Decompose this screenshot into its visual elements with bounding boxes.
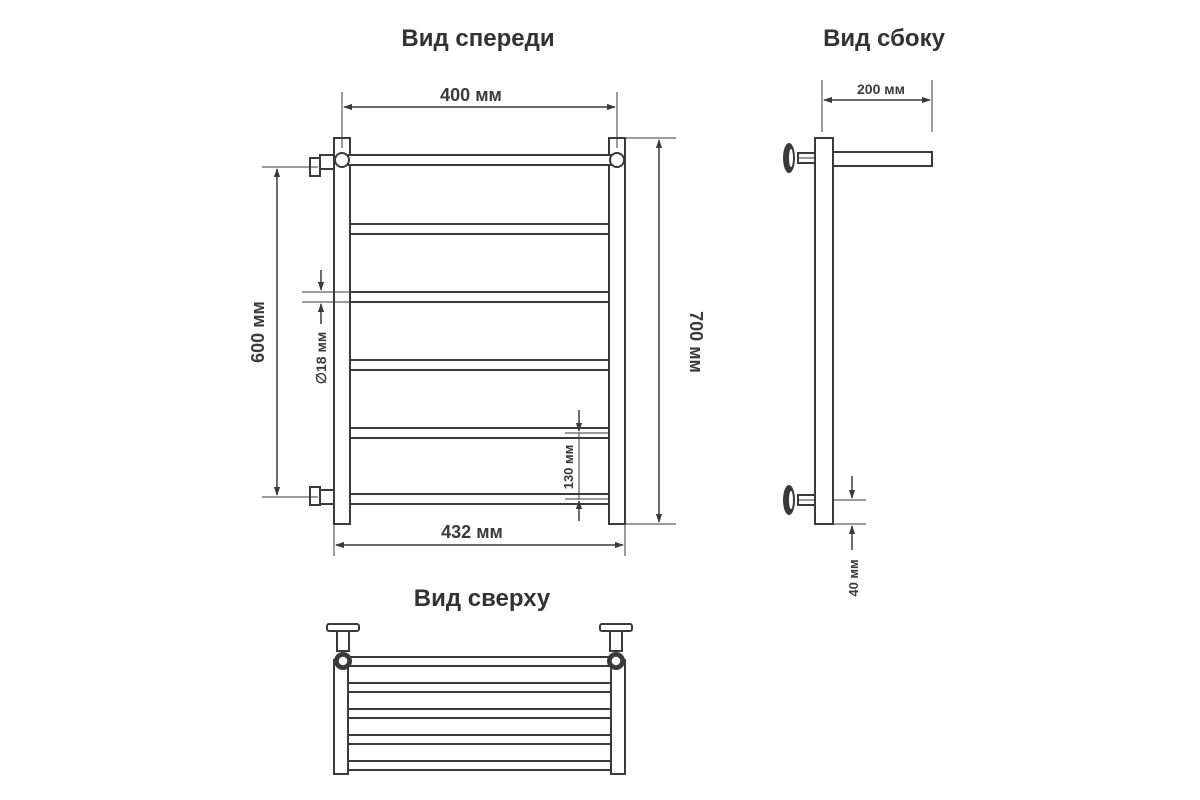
top-mount-right xyxy=(599,623,633,670)
top-cap-right xyxy=(609,152,625,168)
right-upright xyxy=(608,137,626,525)
top-view-title: Вид сверху xyxy=(414,585,551,612)
top-cap-left xyxy=(334,152,350,168)
top-crossbar xyxy=(347,734,612,745)
crossbars xyxy=(341,154,618,505)
top-left-rail xyxy=(333,659,349,775)
dim-width-total: 432 мм xyxy=(441,522,503,542)
wall-mount-bottom xyxy=(783,485,816,515)
inlet-fitting-top xyxy=(309,154,335,177)
side-view: 200 мм 40 мм xyxy=(783,80,933,597)
side-shelf-bar xyxy=(832,151,933,167)
dim-height-axis: 600 мм xyxy=(248,301,268,363)
top-mount-left xyxy=(326,623,360,670)
crossbar xyxy=(349,359,610,371)
dim-width-inner: 400 мм xyxy=(440,85,502,105)
top-crossbar xyxy=(347,656,612,667)
front-view: 400 мм 432 мм 600 мм 700 мм ∅18 мм 130 м… xyxy=(248,85,706,556)
crossbar xyxy=(349,291,610,303)
top-crossbar xyxy=(347,708,612,719)
dim-depth: 200 мм xyxy=(857,81,905,97)
front-view-title: Вид спереди xyxy=(401,25,554,52)
top-crossbar xyxy=(347,682,612,693)
left-upright xyxy=(333,137,351,525)
inlet-fitting-bottom xyxy=(309,486,335,506)
crossbar xyxy=(349,223,610,235)
dim-tube-diameter: ∅18 мм xyxy=(313,332,329,384)
side-upright xyxy=(814,137,834,525)
top-view xyxy=(326,623,633,775)
wall-mount-top xyxy=(783,143,816,173)
top-crossbar xyxy=(347,760,612,771)
side-view-title: Вид сбоку xyxy=(823,25,946,52)
crossbar-top xyxy=(341,154,618,166)
dim-height-total: 700 мм xyxy=(686,311,706,373)
dim-bottom-offset: 40 мм xyxy=(846,559,861,596)
top-right-rail xyxy=(610,659,626,775)
dim-bar-spacing: 130 мм xyxy=(561,445,576,490)
